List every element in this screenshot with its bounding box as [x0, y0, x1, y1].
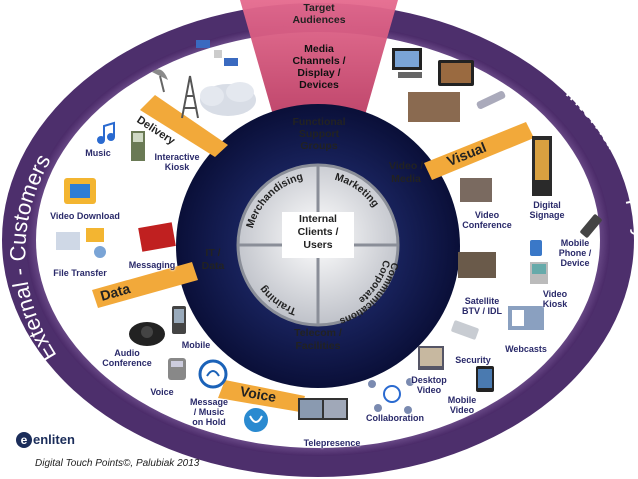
data-band — [92, 262, 198, 308]
satellite-icon — [196, 40, 238, 66]
computer-icon — [392, 48, 422, 78]
telepresence-label: Telepresence — [303, 438, 361, 448]
telecom-facilities-label: Telecom / Facilities — [294, 327, 342, 352]
tv-icon — [438, 60, 474, 86]
center-label-box — [282, 212, 354, 258]
messaging-label: Messaging — [128, 260, 176, 270]
mobile-device-icon — [172, 306, 186, 334]
logo-text: enliten — [33, 432, 75, 447]
message-hold-label: Message / Music on Hold — [189, 397, 229, 427]
collaboration-network-icon — [368, 378, 414, 414]
voice-item-label: Voice — [150, 387, 174, 397]
folder-icon — [64, 178, 96, 204]
satellite-btv-label: Satellite BTV / IDL — [462, 296, 502, 316]
telepresence-icon — [298, 398, 348, 420]
video-conference-icon — [460, 178, 492, 202]
desktop-video-icon — [418, 346, 444, 370]
functional-support-label: Functional Support Groups — [292, 116, 346, 152]
audio-conference-label: Audio Conference — [102, 348, 152, 368]
music-label: Music — [85, 148, 111, 158]
file-transfer-icon — [56, 228, 106, 258]
media-channels-label: Media Channels / Display / Devices — [292, 43, 346, 91]
digital-signage-icon — [532, 136, 552, 196]
credit-text: Digital Touch Points©, Palubiak 2013 — [35, 458, 200, 469]
voicemail-icon — [198, 359, 228, 389]
tower-icon — [181, 75, 199, 119]
video-download-label: Video Download — [50, 211, 120, 221]
desktop-video-label: Desktop Video — [411, 375, 447, 395]
mobile-left-label: Mobile — [181, 340, 211, 350]
mobile-video-label: Mobile Video — [447, 395, 477, 415]
interactive-kiosk-label: Interactive Kiosk — [154, 152, 200, 172]
video-conference-label: Video Conference — [462, 210, 512, 230]
target-audiences-label: Target Audiences — [292, 2, 346, 26]
mobile-phone-label: Mobile Phone / Device — [558, 238, 592, 268]
security-label: Security — [455, 355, 491, 365]
music-icon — [97, 121, 115, 144]
collaboration-label: Collaboration — [366, 413, 424, 423]
satellite-dish-icon — [152, 69, 168, 93]
messaging-phone-icon — [138, 222, 176, 252]
delivery-band — [140, 95, 228, 157]
security-camera-icon — [451, 320, 479, 340]
handset-icon — [244, 408, 268, 432]
conference-phone-icon — [129, 322, 165, 346]
digital-signage-label: Digital Signage — [529, 200, 565, 220]
webcast-icon — [508, 306, 544, 330]
video-kiosk-icon — [530, 262, 548, 284]
desk-phone-icon — [168, 358, 186, 380]
satellite-btv-icon — [458, 252, 496, 278]
tablet-icon — [476, 366, 494, 392]
visual-band — [424, 122, 534, 180]
mobile-phone-icon — [530, 214, 602, 256]
internal-clients-label: Internal Clients / Users — [297, 213, 339, 251]
video-kiosk-label: Video Kiosk — [542, 289, 568, 309]
webcasts-label: Webcasts — [505, 344, 547, 354]
video-media-label: Video / Media — [388, 160, 424, 185]
cloud-icon — [200, 82, 256, 116]
remote-icon — [476, 91, 506, 109]
file-transfer-label: File Transfer — [53, 268, 107, 278]
kiosk-icon — [131, 131, 145, 161]
voice-band — [218, 380, 305, 412]
it-data-label: IT / Data — [201, 247, 225, 272]
photo-screen-icon — [408, 92, 460, 122]
